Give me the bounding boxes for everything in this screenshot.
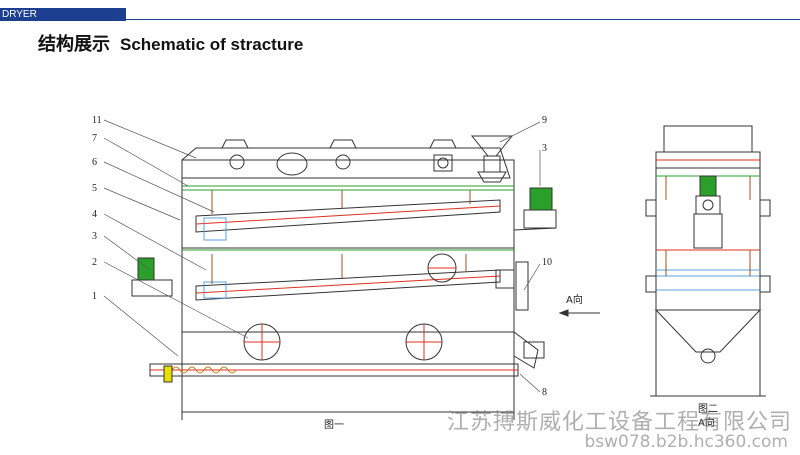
callout-4: 4 <box>92 209 97 220</box>
title-zh: 结构展示 <box>38 34 110 55</box>
watermark-site: bsw078.b2b.hc360.com <box>584 432 789 452</box>
lower-motor <box>137 257 155 281</box>
callout-6: 6 <box>92 157 97 168</box>
side-hopper <box>654 309 762 353</box>
lower-trough <box>195 269 501 301</box>
callout-11: 8 <box>542 387 547 398</box>
exhaust-vents <box>221 139 457 149</box>
page-title: 结构展示 Schematic of stracture <box>38 30 303 56</box>
upper-motor <box>529 187 553 211</box>
callout-10: 10 <box>542 257 552 268</box>
callout-1: 1 <box>92 291 97 302</box>
header-rule <box>126 19 800 20</box>
callout-8: 11 <box>92 115 102 126</box>
direction-label: A向 <box>566 293 583 306</box>
callout-9: 9 <box>542 115 547 126</box>
main-casing <box>181 159 515 413</box>
caption-figure1: 图一 <box>324 419 344 431</box>
callout-5: 5 <box>92 183 97 194</box>
callout-7: 7 <box>92 133 97 144</box>
caption-figure2: 图二 <box>698 403 718 415</box>
front-view <box>103 119 600 420</box>
header-tag: DRYER <box>0 8 126 21</box>
watermark-company: 江苏搏斯威化工设备工程有限公司 <box>446 410 792 435</box>
side-view <box>645 125 771 397</box>
title-en: Schematic of stracture <box>120 35 304 54</box>
top-hood <box>181 147 511 179</box>
callout-3-right: 3 <box>542 143 547 154</box>
upper-trough <box>195 199 501 233</box>
callout-3-left: 3 <box>92 231 97 242</box>
callouts: 11 7 6 5 4 3 2 1 9 3 10 8 <box>92 115 552 398</box>
caption-view-a: A向 <box>698 416 715 429</box>
callout-2: 2 <box>92 257 97 268</box>
